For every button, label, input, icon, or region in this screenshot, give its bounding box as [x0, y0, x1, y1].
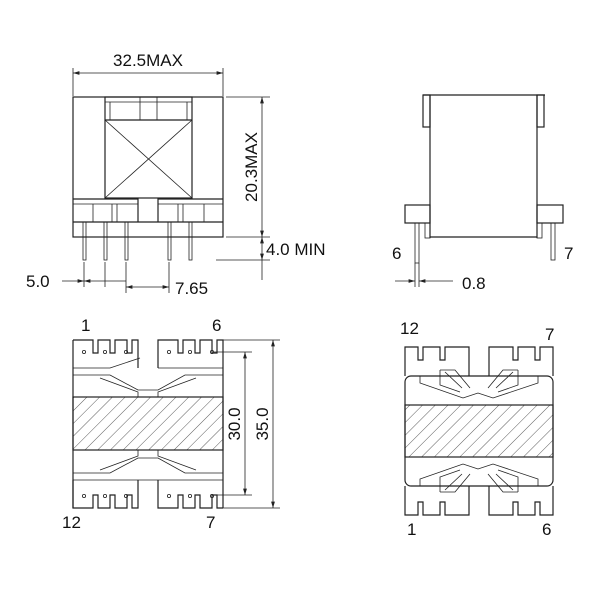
pin-gap-dimension: 7.65	[175, 279, 208, 298]
bottom-pin-1-label: 1	[81, 316, 90, 335]
front-view: 32.5MAX 20.3MAX 4.0 MIN 5.0 7.65	[26, 51, 326, 298]
bottom-pin-12-label: 12	[62, 513, 81, 532]
side-pin-6-label: 6	[392, 244, 401, 263]
pins	[82, 221, 193, 261]
top-view: 12 7 1 6	[400, 319, 554, 539]
top-pin-6-label: 6	[542, 520, 551, 539]
width-dimension: 32.5MAX	[113, 51, 183, 70]
bottom-view: 30.0 35.0 1 6 12 7	[62, 316, 280, 532]
outer-dimension: 35.0	[253, 407, 272, 440]
side-pin-7-label: 7	[564, 244, 573, 263]
bottom-pin-6-label: 6	[212, 316, 221, 335]
inner-dimension: 30.0	[225, 407, 244, 440]
top-pin-7-label: 7	[545, 325, 554, 344]
pin-length-dimension: 4.0 MIN	[266, 240, 326, 259]
top-pin-1-label: 1	[407, 520, 416, 539]
pin-diameter-dimension: 0.8	[462, 274, 486, 293]
side-view: 6 7 0.8	[392, 94, 573, 293]
bottom-pin-7-label: 7	[206, 513, 215, 532]
top-pin-12-label: 12	[400, 319, 419, 338]
pin-pitch-dimension: 5.0	[26, 272, 50, 291]
height-dimension: 20.3MAX	[242, 132, 261, 202]
